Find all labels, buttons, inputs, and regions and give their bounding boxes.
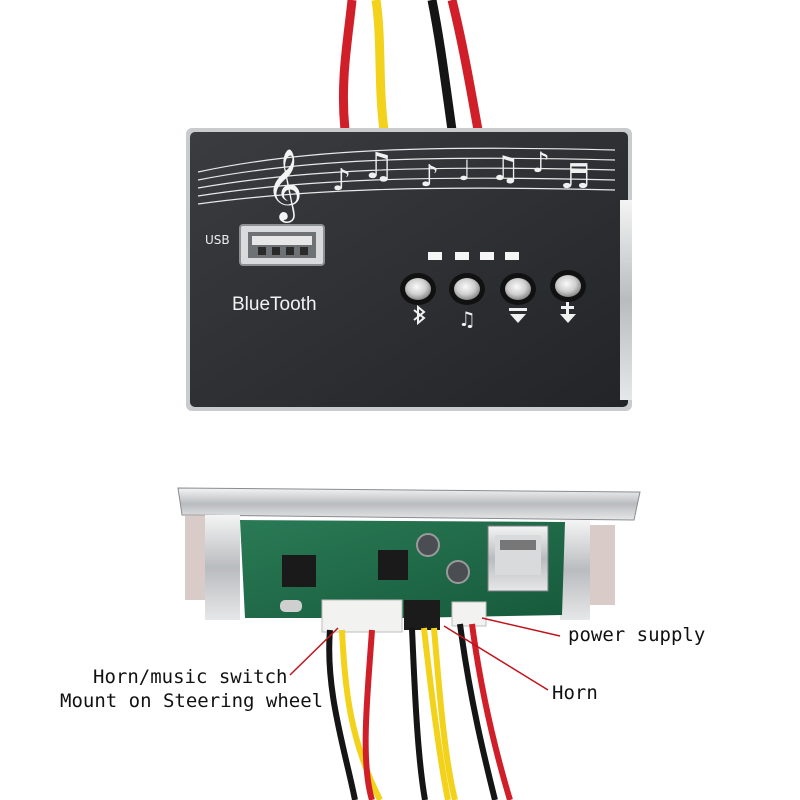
usb-port[interactable]	[239, 224, 325, 266]
svg-text:♫: ♫	[362, 146, 394, 187]
volume-down-button[interactable]	[500, 273, 536, 305]
music-button[interactable]	[449, 273, 485, 305]
horn-arrow	[443, 625, 549, 691]
svg-text:𝄞: 𝄞	[266, 147, 303, 223]
horn-connector	[404, 600, 440, 630]
horn-label: Horn	[552, 682, 598, 704]
switch-connector	[321, 599, 403, 633]
power-supply-label: power supply	[568, 624, 706, 646]
svg-text:♩: ♩	[458, 154, 471, 187]
volume-up-button[interactable]	[550, 270, 586, 302]
music-staff-graphic	[197, 147, 616, 205]
front-panel	[190, 132, 628, 407]
svg-text:♬: ♬	[560, 157, 590, 197]
bluetooth-icon	[413, 304, 426, 326]
svg-text:♫: ♫	[490, 149, 520, 189]
power-connector	[451, 601, 487, 627]
music-notes-graphic: 𝄞 ♪ ♫ ♪ ♩ ♫ ♪ ♬	[266, 146, 590, 223]
pcb-components	[280, 525, 549, 612]
svg-text:♪: ♪	[532, 146, 550, 179]
svg-text:♪: ♪	[332, 163, 351, 198]
volume-down-icon	[509, 308, 527, 323]
svg-text:♪: ♪	[420, 159, 439, 194]
callout-arrows	[289, 617, 561, 691]
top-wires	[338, 0, 483, 131]
led-indicators	[428, 252, 519, 260]
bottom-wires	[326, 623, 513, 800]
switch-label-line1: Horn/music switch	[93, 666, 288, 688]
brand-label: BlueTooth	[232, 294, 317, 315]
switch-arrow	[289, 627, 339, 676]
power-supply-arrow	[481, 617, 561, 637]
music-note-icon: ♫	[458, 307, 476, 331]
front-panel-module: 𝄞 ♪ ♫ ♪ ♩ ♫ ♪ ♬ USB BlueTooth	[186, 128, 632, 411]
rear-pcb-module	[177, 487, 641, 633]
switch-label-line2: Mount on Steering wheel	[60, 690, 324, 712]
usb-label: USB	[205, 233, 230, 247]
bluetooth-button[interactable]	[400, 273, 436, 305]
volume-up-icon	[560, 302, 576, 323]
